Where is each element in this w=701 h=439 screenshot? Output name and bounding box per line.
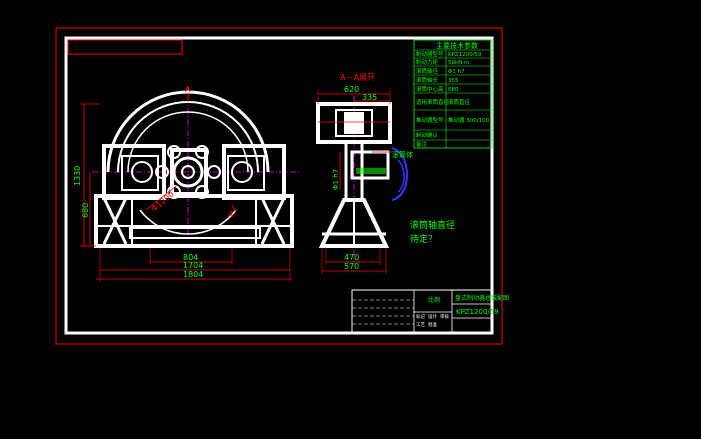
section-mark-top: A	[185, 85, 191, 94]
title-block-label: 审核	[440, 313, 449, 320]
dim-fit: Φ1 h7	[332, 169, 340, 190]
callout-drum: 滚筒体	[392, 150, 413, 159]
spec-row-value: 59kN·m	[448, 60, 469, 66]
spec-row-value: Φ1 h7	[448, 69, 465, 75]
spec-row-label: 滚筒中心高	[416, 85, 444, 93]
spec-row-label: 制动力矩	[416, 58, 439, 66]
title-block	[351, 289, 493, 333]
spec-row-value: 355	[448, 78, 459, 84]
title-block-scale-label: 比例	[428, 296, 440, 304]
dim-height-total: 1330	[73, 166, 82, 186]
spec-row-value: 滚筒直径	[448, 98, 471, 106]
spec-row-label: 滚筒轴长	[416, 76, 439, 84]
spec-row-label: 适用滚筒直径	[416, 98, 450, 106]
spec-row-label: 推动器型号	[416, 116, 444, 124]
dim-base-outer: 570	[344, 262, 359, 271]
dim-width-mid: 1704	[183, 261, 203, 270]
section-mark-bottom: A	[228, 210, 234, 219]
section-view	[316, 90, 408, 274]
title-block-label: 设计	[428, 313, 437, 320]
spec-table	[413, 39, 493, 149]
title-block-label: 工艺	[416, 322, 425, 328]
paper-outline	[55, 27, 503, 345]
dim-height-axis: 680	[81, 203, 90, 218]
spec-row-label: 制动确认	[416, 131, 439, 139]
dim-width-outer: 1804	[183, 270, 203, 279]
spec-row-label: 滚筒轴径	[416, 67, 439, 75]
title-block-drawing-no: KPZ1200/59	[456, 308, 499, 316]
code-box	[67, 39, 183, 55]
spec-row-value: 推动器 300/100	[448, 116, 490, 124]
spec-row-value: KPZ1200/59	[448, 52, 482, 58]
spec-row-label: 备注	[416, 140, 428, 148]
note-line-1: 滚筒轴直径	[410, 219, 455, 231]
title-block-title: 盘式制动器总装配图	[455, 294, 509, 302]
spec-row-value: 680	[448, 87, 459, 93]
dim-top-right: 335	[362, 93, 377, 102]
drawing-border	[64, 36, 494, 335]
dim-width-inner: 804	[183, 253, 198, 262]
title-block-label: 标记	[416, 313, 425, 320]
section-title: A－A展开	[340, 73, 375, 82]
spec-header: 主要技术参数	[436, 41, 478, 50]
front-view	[80, 86, 300, 282]
spec-row-label: 制动器型号	[416, 50, 444, 58]
note-line-2: 待定？	[410, 233, 437, 245]
title-block-label: 批准	[428, 321, 437, 328]
dim-top-width: 620	[344, 85, 359, 94]
dim-base-inner: 470	[344, 253, 359, 262]
